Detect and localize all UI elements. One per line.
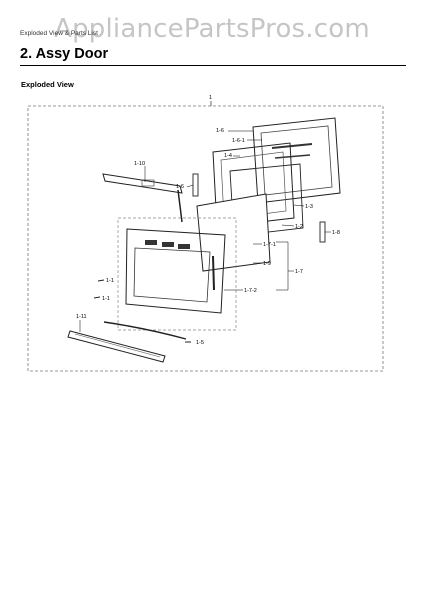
callout-1-1-lower: 1-1 — [102, 296, 110, 302]
callout-1-2: 1-2 — [295, 224, 303, 230]
breadcrumb: Exploded View & Parts List — [20, 30, 98, 37]
callout-1-6-top: 1-6 — [216, 128, 224, 134]
callout-1-3: 1-3 — [305, 204, 313, 210]
callout-1-9: 1-9 — [263, 261, 271, 267]
page-title: 2. Assy Door — [20, 46, 109, 62]
callout-1: 1 — [209, 95, 212, 101]
title-divider — [20, 65, 406, 66]
part-inner-frame — [212, 142, 295, 228]
callout-1-7-1: 1-7-1 — [263, 242, 276, 248]
assembly-boundary — [27, 105, 384, 372]
part-outer-door-panel — [117, 217, 237, 331]
part-middle-glass — [196, 193, 271, 272]
part-top-bracket — [102, 173, 183, 223]
callout-1-8: 1-8 — [332, 230, 340, 236]
callout-1-6-1: 1-6-1 — [232, 138, 245, 144]
callout-1-10: 1-10 — [134, 161, 145, 167]
callout-1-1-upper: 1-1 — [106, 278, 114, 284]
callout-1-6-side: 1-6 — [176, 184, 184, 190]
watermark-text: AppliancePartsPros.com — [54, 14, 370, 44]
part-hinge-left — [192, 173, 199, 197]
part-screws — [93, 279, 105, 299]
callout-1-4: 1-4 — [224, 153, 232, 159]
callout-1-7-2: 1-7-2 — [244, 288, 257, 294]
callout-1-11: 1-11 — [76, 314, 87, 320]
part-rear-frame — [252, 117, 341, 204]
callout-1-5: 1-5 — [196, 340, 204, 346]
section-subtitle: Exploded View — [21, 80, 74, 89]
callout-1-7: 1-7 — [295, 269, 303, 275]
part-door-handle — [67, 321, 187, 363]
part-hinge-right — [319, 221, 326, 243]
